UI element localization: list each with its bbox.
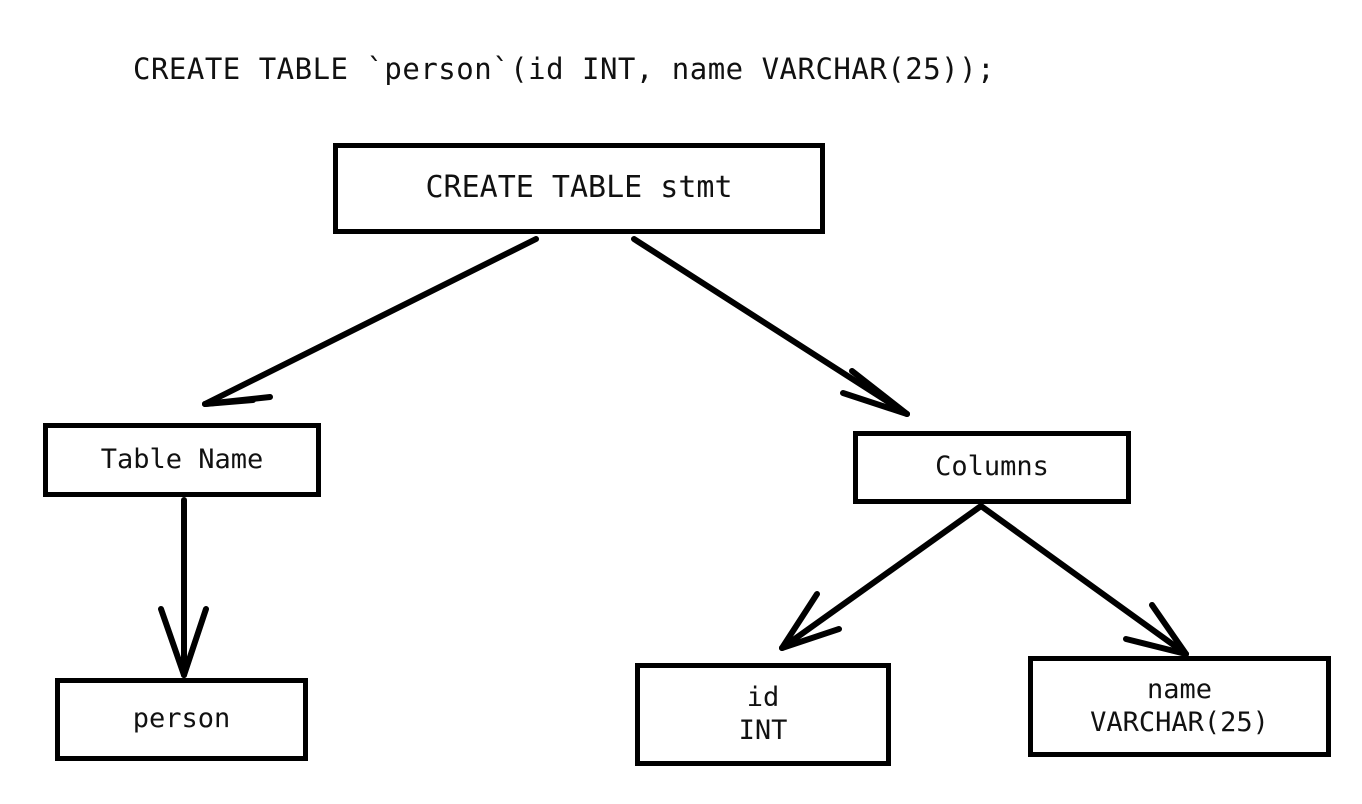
edge-table-name-to-person — [158, 497, 209, 678]
edge-columns-to-column-name — [978, 503, 1189, 657]
node-table-name[interactable]: Table Name — [43, 423, 321, 497]
node-column-name-line-1: name — [1146, 673, 1213, 705]
edge-root-to-table-name — [202, 236, 539, 407]
sql-statement-caption: CREATE TABLE `person`(id INT, name VARCH… — [133, 52, 996, 86]
node-person-line-1: person — [132, 703, 231, 735]
node-columns[interactable]: Columns — [853, 431, 1131, 504]
node-create-table-stmt-line-1: CREATE TABLE stmt — [425, 170, 733, 206]
node-columns-line-1: Columns — [935, 451, 1049, 483]
node-column-name-line-2: VARCHAR(25) — [1090, 706, 1269, 738]
node-column-id[interactable]: id INT — [635, 663, 891, 766]
node-create-table-stmt[interactable]: CREATE TABLE stmt — [333, 143, 825, 234]
node-person[interactable]: person — [55, 678, 308, 761]
edge-columns-to-column-id — [779, 503, 984, 651]
node-column-name[interactable]: name VARCHAR(25) — [1028, 656, 1331, 757]
edge-root-to-columns — [631, 236, 910, 417]
node-column-id-line-2: INT — [738, 714, 788, 746]
node-column-id-line-1: id — [746, 681, 780, 713]
node-table-name-line-1: Table Name — [100, 443, 264, 475]
